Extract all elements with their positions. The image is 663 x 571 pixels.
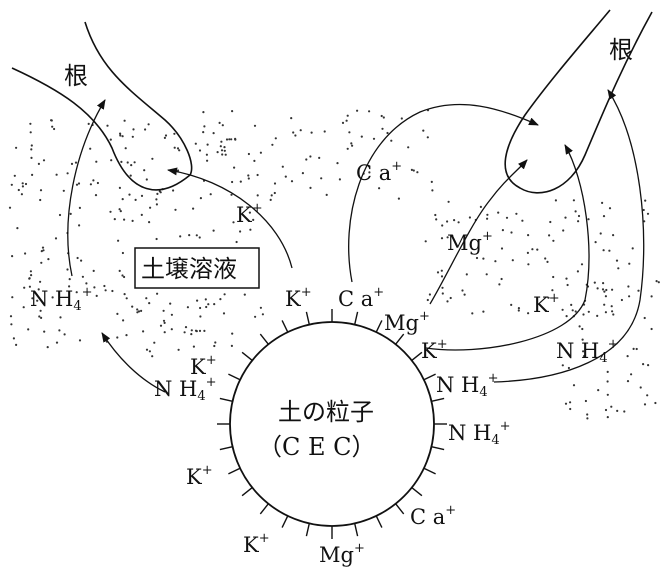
arrow-k-to-right-root xyxy=(425,144,590,351)
ion-label-ca-particle-lower-right: C a+ xyxy=(410,503,456,529)
ion-label-k-left-top: K+ xyxy=(236,201,263,227)
root-label-right: 根 xyxy=(609,36,633,64)
ion-label-k-particle-lower-left: K+ xyxy=(186,463,213,489)
ion-label-nh4-left: N H4+ xyxy=(30,285,93,314)
particle-cec-label: （C E C） xyxy=(258,433,376,461)
ion-label-mg-top: Mg+ xyxy=(447,229,493,255)
ion-label-nh4-particle-left: N H4+ xyxy=(154,375,217,404)
ion-label-k-particle-right: K+ xyxy=(421,337,448,363)
right-root-outline xyxy=(504,9,653,194)
ion-labels: K+C a+Mg+N H4+K+C a+Mg+K+K+N H4+K+N H4+N… xyxy=(30,159,619,567)
arrow-nh4-to-left-root xyxy=(67,99,106,277)
exchange-arrows xyxy=(67,89,645,393)
ion-label-nh4-right: N H4+ xyxy=(556,337,619,366)
ion-label-k-above-particle: K+ xyxy=(285,285,312,311)
arrow-nh4-to-right-root xyxy=(493,89,645,383)
particle-ticks xyxy=(217,309,447,539)
soil-solution-box xyxy=(134,247,260,289)
ion-label-k-particle-bottom: K+ xyxy=(243,531,270,557)
arrow-ca-to-right-root xyxy=(348,103,539,283)
ion-label-mg-particle-bottom: Mg+ xyxy=(319,541,365,567)
arrow-k-to-left-root xyxy=(167,167,293,269)
ion-label-nh4-particle-right2: N H4+ xyxy=(448,419,511,448)
arrow-mg-to-right-root xyxy=(429,159,528,305)
ion-label-nh4-particle-right1: N H4+ xyxy=(436,371,499,400)
arrow-particle-nh4-to-nh4 xyxy=(101,332,166,393)
ion-label-k-particle-left: K+ xyxy=(190,353,217,379)
root-label-left: 根 xyxy=(64,62,88,90)
ion-label-mg-particle-right: Mg+ xyxy=(384,309,430,335)
ion-label-ca-above-particle: C a+ xyxy=(338,285,384,311)
particle-label: 土の粒子 xyxy=(278,398,374,426)
ion-label-ca-top: C a+ xyxy=(356,159,402,185)
soil-solution-label: 土壌溶液 xyxy=(141,255,237,283)
ion-label-k-right: K+ xyxy=(533,291,560,317)
